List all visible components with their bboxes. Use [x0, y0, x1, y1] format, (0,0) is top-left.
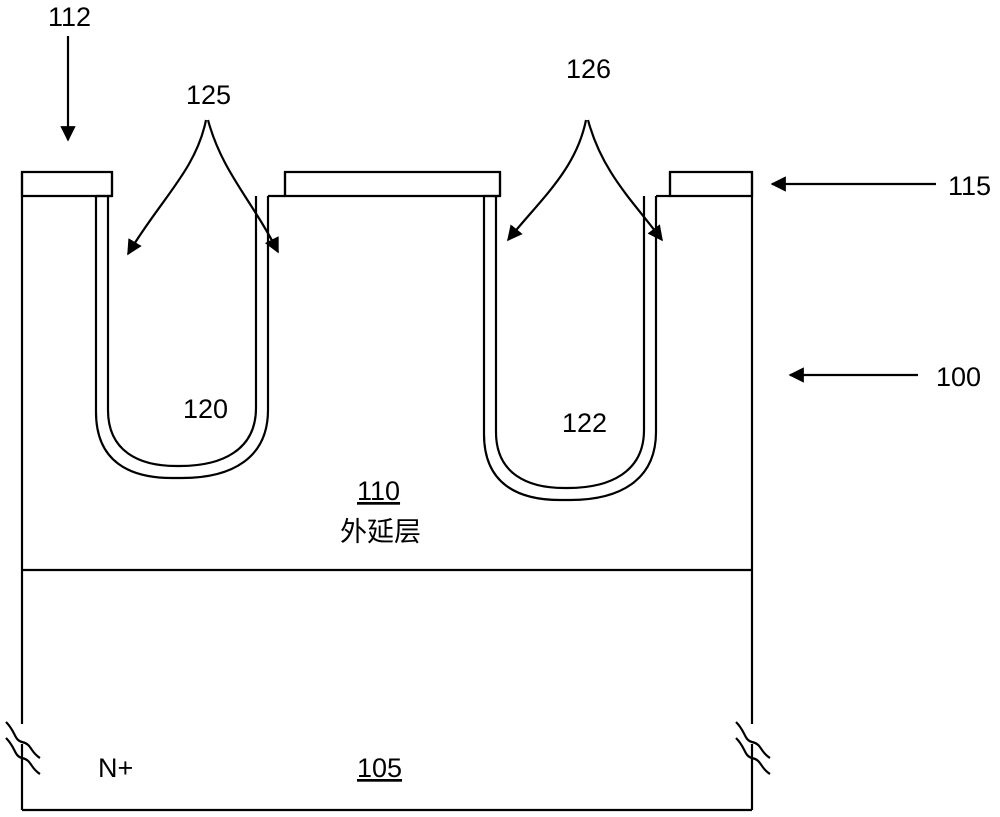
- leader-125-left: [127, 119, 208, 256]
- leader-126-left: [507, 119, 588, 242]
- top-cap-layer: [20, 170, 754, 198]
- label-100: 100: [936, 362, 981, 392]
- leader-lines: [60, 36, 936, 383]
- leader-125-right: [206, 119, 279, 254]
- label-126: 126: [566, 54, 611, 84]
- label-110: 110: [357, 476, 400, 506]
- trench-120-inner-liner: [106, 196, 258, 468]
- label-125: 125: [186, 80, 231, 110]
- label-122: 122: [562, 408, 607, 438]
- trench-122-inner-liner: [494, 196, 646, 490]
- label-110-name: 外延层: [340, 517, 421, 548]
- cap-segment-middle: [283, 170, 502, 198]
- trench-122-outer-liner: [482, 196, 658, 502]
- trench-120: [94, 172, 287, 480]
- cap-segment-left: [20, 170, 114, 198]
- break-mark-left-lower: [5, 737, 41, 775]
- leader-126-right: [586, 119, 663, 242]
- label-substrate-doping: N+: [98, 753, 133, 783]
- break-mark-right-upper: [735, 721, 771, 759]
- break-marks: [5, 721, 771, 775]
- label-112: 112: [48, 2, 91, 32]
- label-115: 115: [948, 171, 991, 201]
- label-105: 105: [357, 753, 402, 783]
- device-body: [20, 172, 754, 812]
- trench-120-outer-liner: [94, 196, 270, 480]
- label-120: 120: [183, 394, 228, 424]
- trench-122: [482, 172, 672, 502]
- break-mark-left-upper: [5, 721, 41, 759]
- cap-segment-right: [668, 170, 754, 198]
- break-mark-right-lower: [735, 737, 771, 775]
